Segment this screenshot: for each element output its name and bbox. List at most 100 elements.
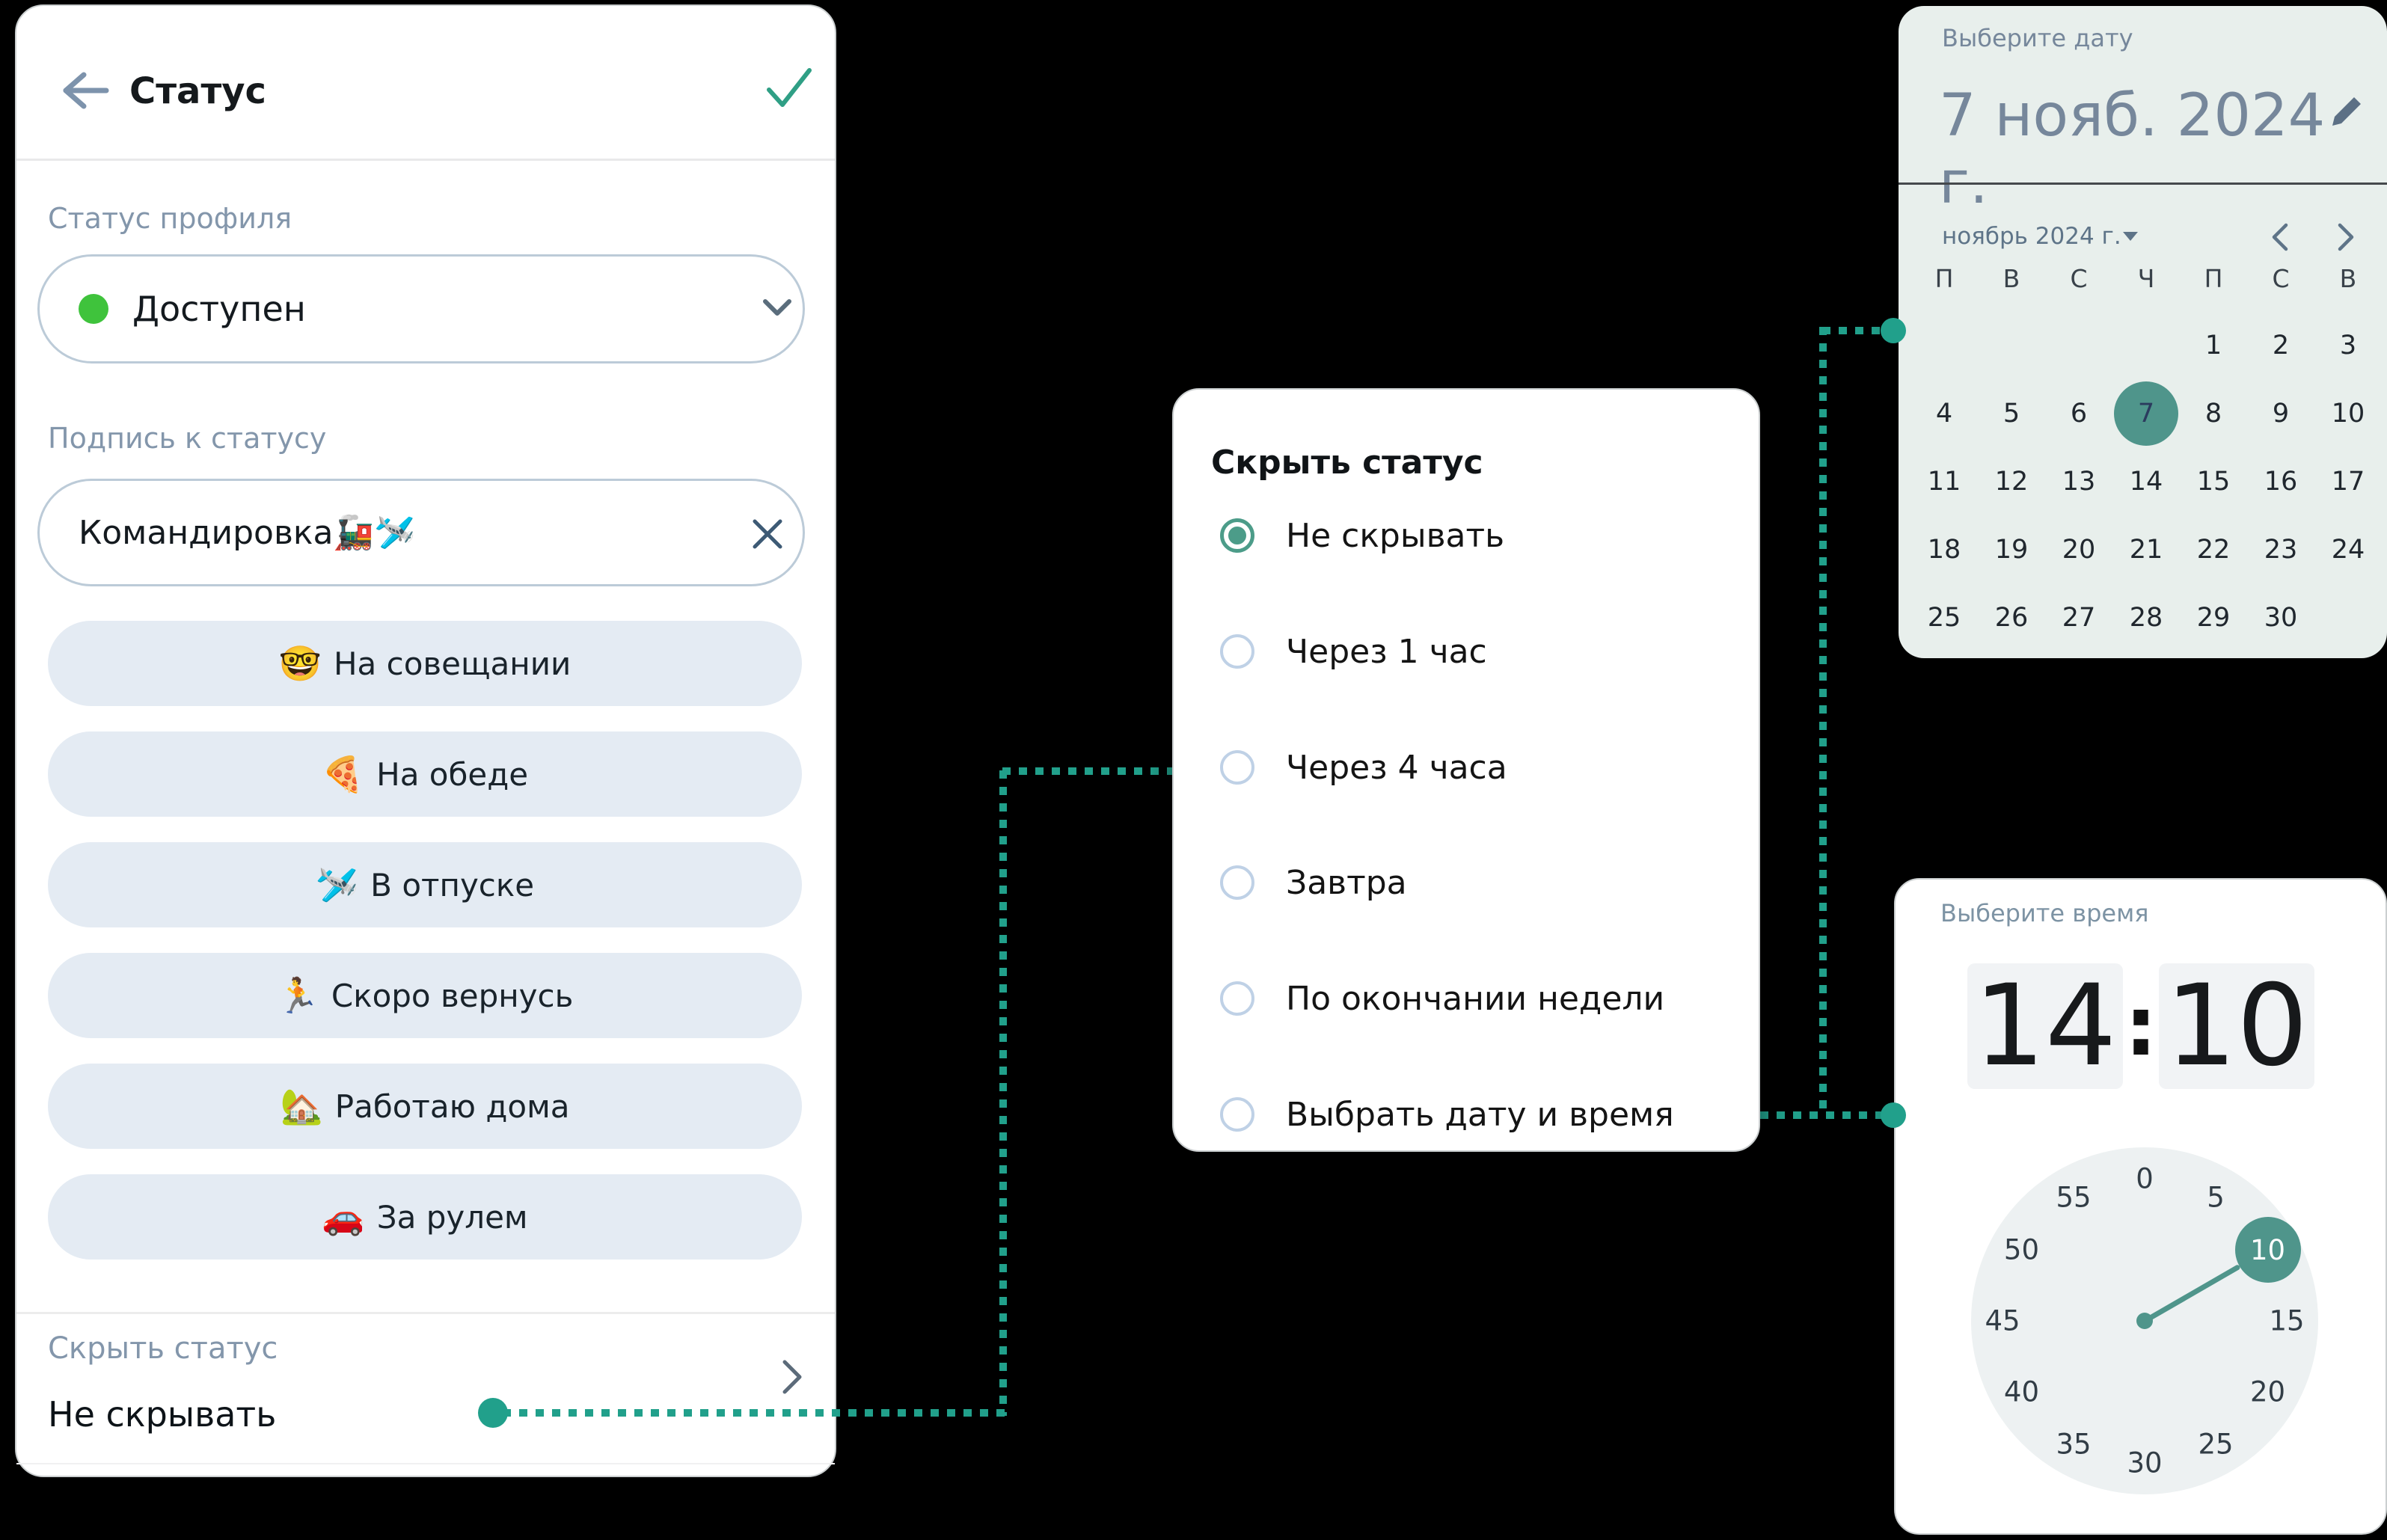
- hide-option-label: Через 4 часа: [1286, 748, 1507, 787]
- weekday-label: В: [2339, 263, 2357, 293]
- calendar-day[interactable]: 11: [1927, 466, 1961, 497]
- suggestion-pill[interactable]: 🤓На совещании: [48, 621, 802, 706]
- page-title: Статус: [129, 70, 266, 112]
- selected-date-text: 7 нояб. 2024 г.: [1939, 82, 2326, 217]
- month-row: ноябрь 2024 г.: [1899, 218, 2387, 256]
- next-month-icon[interactable]: [2335, 221, 2356, 253]
- radio-icon[interactable]: [1220, 1097, 1254, 1132]
- minute-display[interactable]: 10: [2159, 961, 2314, 1091]
- popup-title: Скрыть статус: [1211, 444, 1483, 482]
- clear-x-icon[interactable]: [750, 517, 785, 551]
- calendar-day[interactable]: 29: [2196, 602, 2231, 633]
- hide-option[interactable]: Не скрывать: [1174, 497, 1759, 574]
- calendar-day[interactable]: 6: [2070, 398, 2088, 429]
- calendar-day[interactable]: 2: [2272, 330, 2290, 361]
- calendar-day[interactable]: 12: [1994, 466, 2029, 497]
- calendar-day[interactable]: 26: [1994, 602, 2029, 633]
- calendar-day[interactable]: 8: [2204, 398, 2222, 429]
- profile-status-value: Доступен: [132, 289, 306, 329]
- prev-month-icon[interactable]: [2270, 221, 2291, 253]
- clock-minute[interactable]: 25: [2198, 1428, 2234, 1461]
- calendar-day[interactable]: 30: [2264, 602, 2298, 633]
- clock-minute[interactable]: 15: [2269, 1304, 2305, 1337]
- suggestion-pill[interactable]: 🛩️В отпуске: [48, 842, 802, 927]
- calendar-day[interactable]: 1: [2204, 330, 2222, 361]
- clock-minute[interactable]: 45: [1985, 1304, 2020, 1337]
- radio-icon[interactable]: [1220, 981, 1254, 1016]
- status-suggestions: 🤓На совещании 🍕На обеде 🛩️В отпуске 🏃Скоро …: [48, 621, 802, 1285]
- confirm-check-icon[interactable]: [764, 66, 814, 111]
- hide-status-value[interactable]: Не скрывать: [48, 1394, 277, 1435]
- caption-input-value: Командировка🚂🛩️: [79, 514, 415, 552]
- calendar-day[interactable]: 18: [1927, 534, 1961, 565]
- hide-option[interactable]: По окончании недели: [1174, 960, 1759, 1037]
- suggestion-pill[interactable]: 🏡Работаю дома: [48, 1064, 802, 1149]
- hide-option[interactable]: Через 1 час: [1174, 613, 1759, 690]
- suggestion-pill[interactable]: 🍕На обеде: [48, 731, 802, 817]
- calendar-day[interactable]: 16: [2264, 466, 2298, 497]
- calendar-day[interactable]: 23: [2264, 534, 2298, 565]
- clock-minute[interactable]: 5: [2207, 1181, 2225, 1214]
- calendar-day[interactable]: 17: [2331, 466, 2365, 497]
- suggestion-pill[interactable]: 🚗За рулем: [48, 1174, 802, 1260]
- calendar-day[interactable]: 14: [2129, 466, 2163, 497]
- clock-minute[interactable]: 0: [2136, 1162, 2154, 1195]
- hide-option-label: По окончании недели: [1286, 979, 1665, 1018]
- clock-hand[interactable]: [2143, 1263, 2241, 1324]
- calendar-empty-cell: [2112, 311, 2180, 379]
- calendar-day[interactable]: 21: [2129, 534, 2163, 565]
- calendar-day[interactable]: 3: [2339, 330, 2357, 361]
- calendar-day[interactable]: 9: [2272, 398, 2290, 429]
- month-caret-icon[interactable]: [2123, 232, 2138, 241]
- back-arrow-icon[interactable]: [61, 72, 109, 109]
- hide-option[interactable]: Завтра: [1174, 844, 1759, 921]
- calendar-day[interactable]: 7: [2112, 379, 2180, 447]
- caption-input[interactable]: Командировка🚂🛩️: [37, 479, 805, 586]
- house-emoji: 🏡: [280, 1086, 323, 1126]
- calendar-day[interactable]: 13: [2062, 466, 2096, 497]
- calendar-day[interactable]: 15: [2196, 466, 2231, 497]
- airplane-emoji: 🛩️: [315, 865, 359, 905]
- calendar-day[interactable]: 28: [2129, 602, 2163, 633]
- radio-selected-icon[interactable]: [1220, 518, 1254, 553]
- month-dropdown[interactable]: ноябрь 2024 г.: [1942, 223, 2121, 250]
- calendar-day[interactable]: 25: [1927, 602, 1961, 633]
- clock-minute[interactable]: 35: [2056, 1428, 2092, 1461]
- calendar-day[interactable]: 24: [2331, 534, 2365, 565]
- clock-minute[interactable]: 50: [2003, 1233, 2039, 1266]
- profile-status-dropdown[interactable]: Доступен: [37, 254, 805, 363]
- hide-option[interactable]: Выбрать дату и время: [1174, 1076, 1759, 1153]
- hour-display[interactable]: 14: [1967, 961, 2123, 1091]
- calendar-day[interactable]: 27: [2062, 602, 2096, 633]
- radio-icon[interactable]: [1220, 865, 1254, 900]
- hide-option-label: Через 1 час: [1286, 632, 1487, 671]
- calendar-day[interactable]: 22: [2196, 534, 2231, 565]
- connector-line: [503, 1409, 1006, 1417]
- calendar-empty-cell: [1978, 311, 2045, 379]
- suggestion-pill[interactable]: 🏃Скоро вернусь: [48, 953, 802, 1038]
- suggestion-label: На совещании: [333, 645, 572, 682]
- calendar-day[interactable]: 10: [2331, 398, 2365, 429]
- calendar-day[interactable]: 5: [2003, 398, 2020, 429]
- clock-minute[interactable]: 20: [2249, 1375, 2286, 1408]
- calendar-day[interactable]: 4: [1935, 398, 1953, 429]
- calendar-day-selected[interactable]: 7: [2114, 381, 2178, 446]
- radio-icon[interactable]: [1220, 750, 1254, 785]
- connector-line: [1822, 327, 1885, 334]
- hide-option-label: Завтра: [1286, 863, 1407, 902]
- calendar-day[interactable]: 20: [2062, 534, 2096, 565]
- clock-minute[interactable]: 55: [2056, 1181, 2092, 1214]
- car-emoji: 🚗: [322, 1197, 365, 1237]
- radio-icon[interactable]: [1220, 634, 1254, 669]
- calendar-day[interactable]: 19: [1994, 534, 2029, 565]
- hide-option[interactable]: Через 4 часа: [1174, 728, 1759, 806]
- clock-minute[interactable]: 30: [2127, 1447, 2163, 1479]
- edit-pencil-icon[interactable]: [2329, 94, 2364, 129]
- clock-minute-selected[interactable]: 10: [2234, 1217, 2301, 1283]
- clock-minute[interactable]: 40: [2003, 1375, 2039, 1408]
- chevron-right-icon[interactable]: [781, 1358, 803, 1396]
